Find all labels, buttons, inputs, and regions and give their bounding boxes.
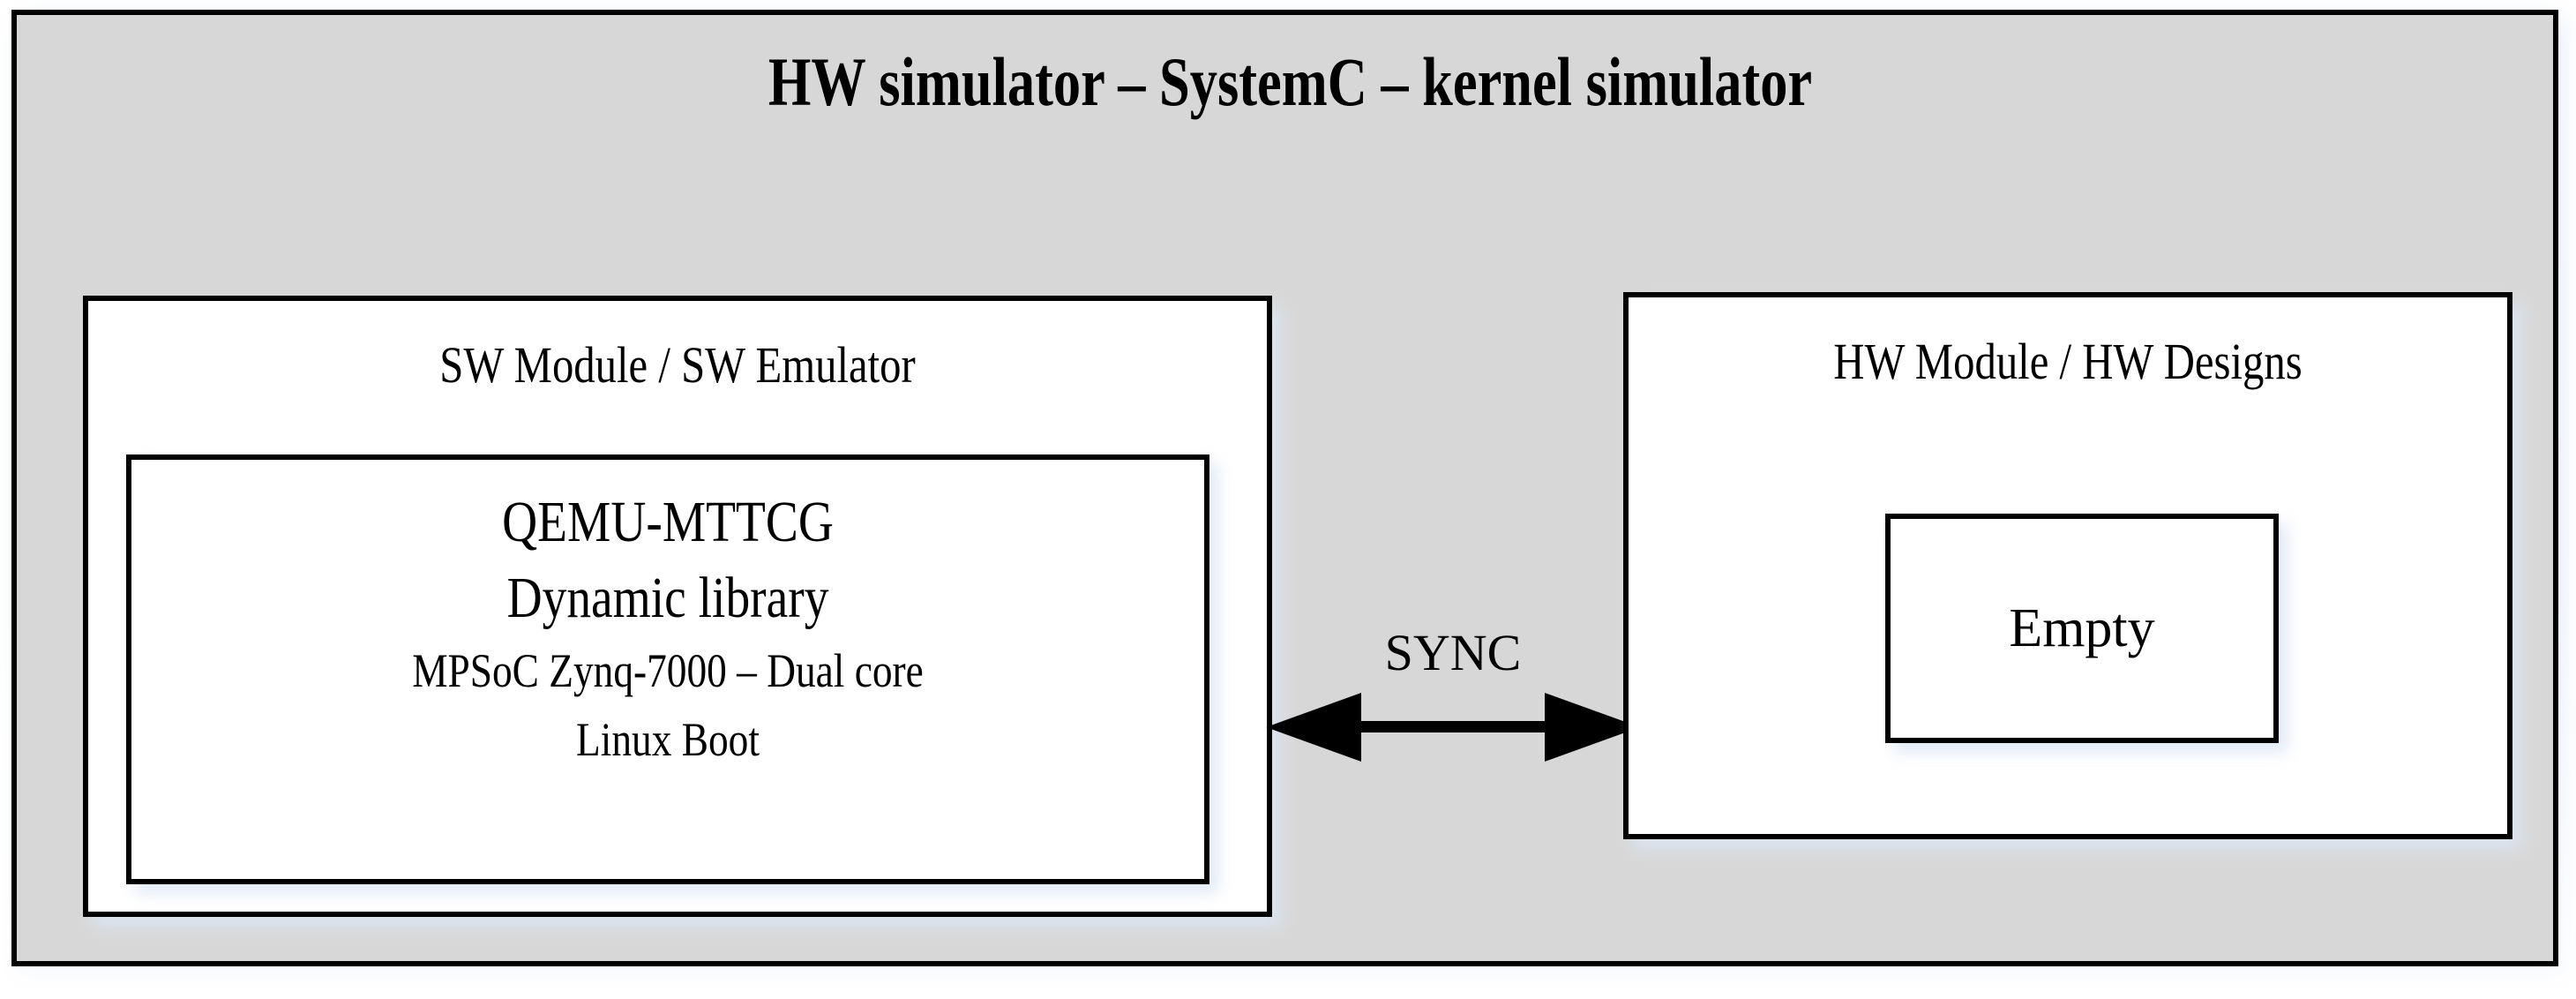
sync-connector[interactable]: SYNC [1266,624,1640,765]
qemu-line-2: Dynamic library [506,566,829,630]
sw-panel-title: SW Module / SW Emulator [439,336,916,394]
sync-label: SYNC [1384,624,1522,681]
qemu-mttcg-box[interactable]: QEMU-MTTCG Dynamic library MPSoC Zynq-70… [126,454,1209,884]
double-headed-arrow-icon [1266,693,1640,762]
qemu-line-1: QEMU-MTTCG [502,490,834,554]
empty-box[interactable]: Empty [1885,514,2279,743]
qemu-line-4: Linux Boot [576,713,760,766]
hw-simulator-frame: HW simulator – SystemC – kernel simulato… [11,10,2558,966]
qemu-line-3: MPSoC Zynq-7000 – Dual core [412,644,924,697]
page-title: HW simulator – SystemC – kernel simulato… [768,43,1813,120]
hw-module-panel[interactable]: HW Module / HW Designs Empty [1623,292,2512,839]
hw-panel-title: HW Module / HW Designs [1833,333,2303,390]
qemu-text-block: QEMU-MTTCG Dynamic library MPSoC Zynq-70… [131,484,1204,774]
sw-module-panel[interactable]: SW Module / SW Emulator QEMU-MTTCG Dynam… [83,296,1272,917]
empty-label: Empty [2009,597,2155,658]
